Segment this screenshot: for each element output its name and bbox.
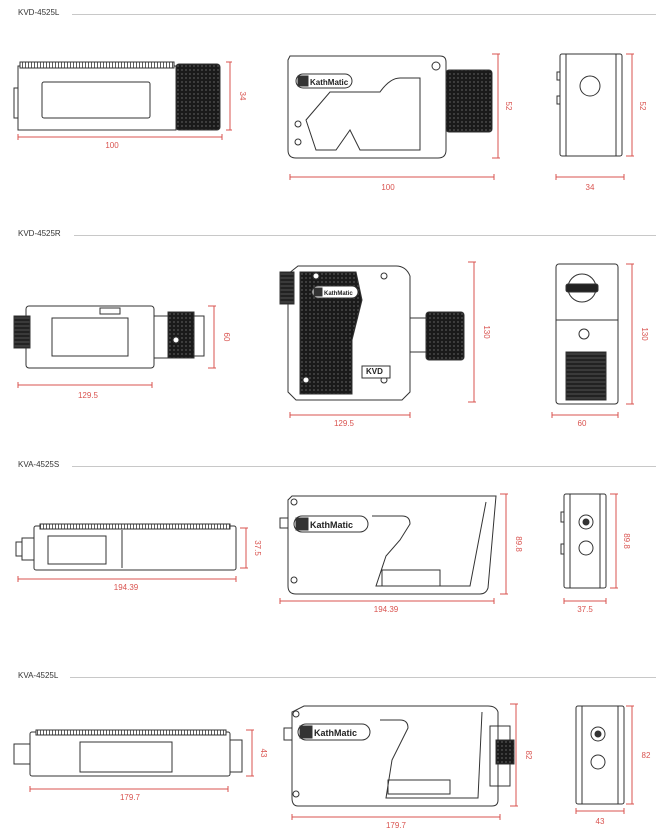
dim-height-label: 82: [642, 751, 651, 760]
dim-height-label: 34: [238, 92, 247, 101]
dim-width-label: 100: [381, 183, 395, 192]
section-title-kvd-4525r: KVD-4525R: [18, 229, 61, 238]
kva-4525l-front-view: [283, 705, 515, 807]
dim-height-label: 52: [638, 102, 647, 111]
brand-label: KathMatic: [314, 728, 357, 738]
dim-height-label: 89.8: [514, 536, 523, 552]
section-title-kva-4525s: KVA-4525S: [18, 460, 60, 469]
section-divider: [74, 235, 656, 236]
section-divider: [72, 14, 656, 15]
kvd-4525l-front-view: [287, 55, 493, 159]
section-divider: [72, 466, 656, 467]
dim-width-label: 100: [105, 141, 119, 150]
kva-4525s-end-view: [560, 493, 607, 589]
brand-label: KathMatic: [310, 78, 349, 87]
dim-height-label: 130: [640, 327, 649, 341]
section-title-kvd-4525l: KVD-4525L: [18, 8, 60, 17]
dim-width-label: 60: [578, 419, 587, 428]
dim-width-label: 179.7: [386, 821, 407, 829]
kvd-4525l-end-view: [556, 53, 623, 157]
kvd-4525l-side-view: [13, 61, 221, 131]
dim-height-label: 130: [482, 325, 491, 339]
brand-label: KathMatic: [324, 291, 353, 297]
dim-height-label: 43: [259, 749, 268, 758]
dim-height-label: 52: [504, 102, 513, 111]
kvd-4525r-front-view: [279, 265, 465, 401]
section-divider: [70, 677, 656, 678]
kva-4525l-end-view: [575, 705, 625, 805]
section-title-kva-4525l: KVA-4525L: [18, 671, 59, 680]
dim-width-label: 194.39: [114, 583, 139, 592]
dim-width-label: 129.5: [78, 391, 99, 400]
dim-width-label: 34: [586, 183, 595, 192]
brand-label: KathMatic: [310, 520, 353, 530]
dim-height-label: 60: [222, 333, 231, 342]
kva-4525s-front-view: [279, 495, 497, 595]
kvd-4525r-end-view: [555, 263, 619, 405]
dim-width-label: 179.7: [120, 793, 141, 802]
kvd-4525r-side-view: [13, 305, 205, 369]
dim-width-label: 129.5: [334, 419, 355, 428]
dim-width-label: 194.39: [374, 605, 399, 614]
dim-height-label: 89.8: [622, 533, 631, 549]
dim-height-label: 37.5: [253, 540, 262, 556]
dim-height-label: 82: [524, 751, 533, 760]
kva-4525l-side-view: [13, 729, 243, 777]
kva-4525s-side-view: [15, 523, 237, 571]
badge-label: KVD: [366, 367, 383, 376]
dim-width-label: 37.5: [577, 605, 593, 614]
dim-width-label: 43: [596, 817, 605, 826]
